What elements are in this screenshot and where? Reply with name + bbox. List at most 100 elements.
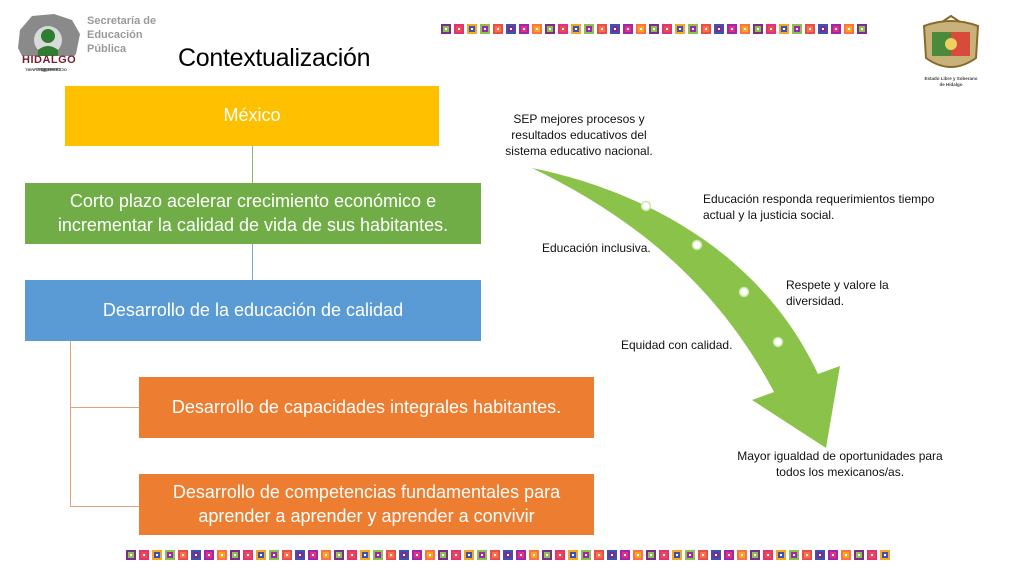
institution-line: Pública (87, 43, 127, 55)
strip-square (620, 550, 630, 560)
strip-square (334, 550, 344, 560)
strip-square (727, 24, 737, 34)
strip-square (438, 550, 448, 560)
strip-square (545, 24, 555, 34)
strip-square (373, 550, 383, 560)
strip-square (805, 24, 815, 34)
strip-square (659, 550, 669, 560)
strip-square (516, 550, 526, 560)
strip-square (607, 550, 617, 560)
strip-square (451, 550, 461, 560)
strip-square (828, 550, 838, 560)
strip-square (597, 24, 607, 34)
strip-square (779, 24, 789, 34)
sep-hidalgo-logo: HIDALGO TIERRA DE TRABAJO (14, 10, 86, 76)
note-equidad: Equidad con calidad. (621, 338, 733, 352)
connector-line (70, 407, 139, 408)
institution-line: Educación (87, 29, 143, 41)
strip-square (623, 24, 633, 34)
strip-square (737, 550, 747, 560)
arrow-dot (772, 336, 784, 348)
strip-square (698, 550, 708, 560)
note-requerimientos: Educación responda requerimientos tiempo… (703, 192, 935, 222)
strip-square (519, 24, 529, 34)
strip-square (789, 550, 799, 560)
strip-square (464, 550, 474, 560)
strip-square (412, 550, 422, 560)
strip-square (672, 550, 682, 560)
strip-square (841, 550, 851, 560)
strip-square (662, 24, 672, 34)
strip-square (724, 550, 734, 560)
strip-square (399, 550, 409, 560)
decorative-strip-bottom (126, 550, 890, 560)
strip-square (532, 24, 542, 34)
strip-square (490, 550, 500, 560)
strip-square (282, 550, 292, 560)
strip-square (139, 550, 149, 560)
strip-square (568, 550, 578, 560)
strip-square (454, 24, 464, 34)
strip-square (854, 550, 864, 560)
strip-square (321, 550, 331, 560)
strip-square (204, 550, 214, 560)
strip-square (815, 550, 825, 560)
strip-square (386, 550, 396, 560)
strip-square (308, 550, 318, 560)
arrow-dot (738, 286, 750, 298)
strip-square (646, 550, 656, 560)
strip-square (191, 550, 201, 560)
strip-square (542, 550, 552, 560)
strip-square (867, 550, 877, 560)
strip-square (753, 24, 763, 34)
note-inclusiva: Educación inclusiva. (542, 241, 651, 255)
institution-name: Secretaría de Educación Pública (87, 14, 156, 56)
strip-square (581, 550, 591, 560)
strip-square (675, 24, 685, 34)
strip-square (555, 550, 565, 560)
page-title: Contextualización (178, 44, 371, 72)
connector-line (70, 506, 139, 507)
strip-square (750, 550, 760, 560)
strip-square (558, 24, 568, 34)
strip-square (217, 550, 227, 560)
strip-square (776, 550, 786, 560)
corto-plazo-box: Corto plazo acelerar crecimiento económi… (25, 183, 481, 244)
strip-square (714, 24, 724, 34)
strip-square (792, 24, 802, 34)
strip-square (477, 550, 487, 560)
decorative-strip-top (441, 24, 867, 34)
connector-line (70, 341, 71, 507)
strip-square (256, 550, 266, 560)
connector-line (252, 146, 253, 183)
strip-square (880, 550, 890, 560)
hidalgo-seal: Estado Libre y Soberano de Hidalgo (918, 14, 984, 94)
strip-square (467, 24, 477, 34)
institution-line: Secretaría de (87, 15, 157, 27)
strip-square (636, 24, 646, 34)
strip-square (152, 550, 162, 560)
strip-square (711, 550, 721, 560)
seal-caption: Estado Libre y Soberano de Hidalgo (914, 76, 988, 88)
logo-text: HIDALGO (22, 54, 77, 66)
strip-square (503, 550, 513, 560)
arrow-dot (640, 200, 652, 212)
strip-square (178, 550, 188, 560)
strip-square (165, 550, 175, 560)
strip-square (685, 550, 695, 560)
seal-caption-line: de Hidalgo (939, 82, 963, 87)
strip-square (766, 24, 776, 34)
strip-square (610, 24, 620, 34)
note-diversidad: Respete y valore la diversidad. (786, 278, 889, 308)
strip-square (740, 24, 750, 34)
strip-square (594, 550, 604, 560)
strip-square (802, 550, 812, 560)
strip-square (243, 550, 253, 560)
strip-square (493, 24, 503, 34)
strip-square (230, 550, 240, 560)
strip-square (269, 550, 279, 560)
strip-square (701, 24, 711, 34)
note-sep: SEP mejores procesos y resultados educat… (505, 112, 653, 158)
strip-square (763, 550, 773, 560)
strip-square (126, 550, 136, 560)
